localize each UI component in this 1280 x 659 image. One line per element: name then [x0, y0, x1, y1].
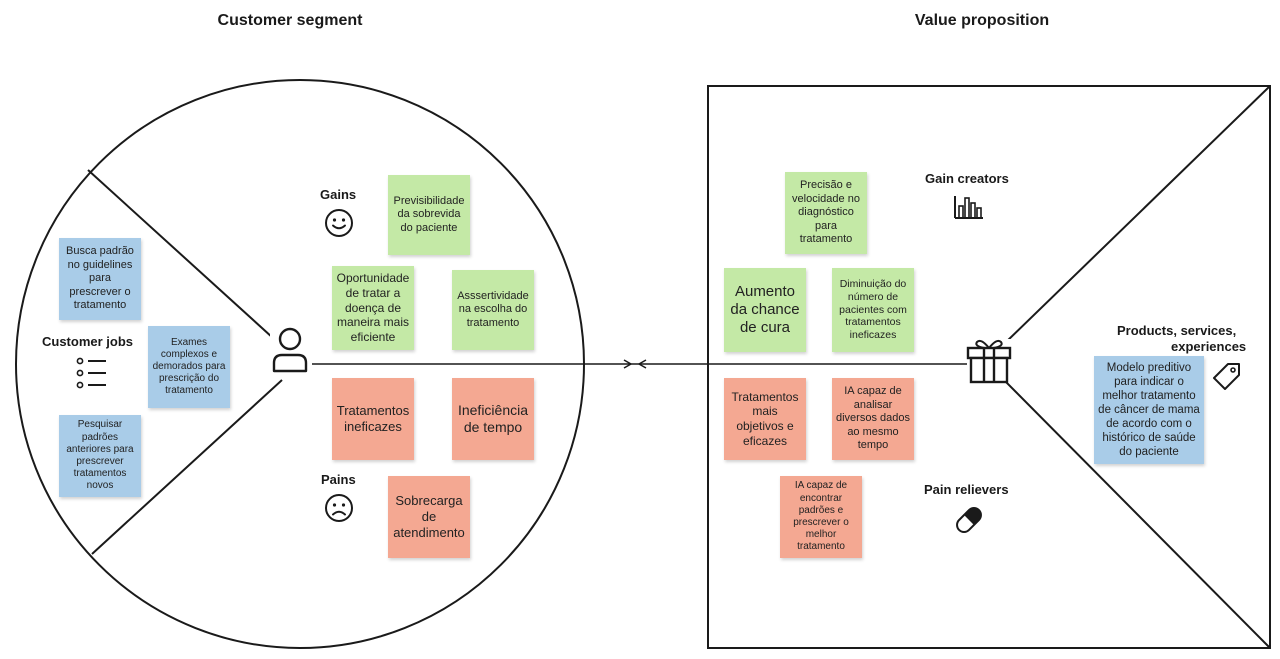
- gain-note-previsibilidade: Previsibilidade da sobrevida do paciente: [388, 175, 470, 255]
- fit-arrow-left: [638, 359, 647, 365]
- job-note-busca-padrao: Busca padrão no guidelines para prescrev…: [59, 238, 141, 320]
- creator-note-precisao: Precisão e velocidade no diagnóstico par…: [785, 172, 867, 254]
- list-icon: [76, 357, 106, 389]
- value-proposition-title: Value proposition: [914, 12, 1050, 29]
- smile-icon: [325, 209, 353, 237]
- frown-icon: [325, 494, 353, 522]
- user-icon: [270, 327, 310, 373]
- customer-jobs-label: Customer jobs: [42, 334, 134, 349]
- job-note-exames: Exames complexos e demorados para prescr…: [148, 326, 230, 408]
- fit-arrow-right: [623, 359, 632, 365]
- creator-note-aumento-cura: Aumento da chance de cura: [724, 268, 806, 352]
- bar-chart-icon: [954, 196, 983, 219]
- value-proposition-square: [707, 85, 1271, 649]
- gain-note-assertividade: Asssertividade na escolha do tratamento: [452, 270, 534, 350]
- gain-creators-label: Gain creators: [925, 171, 1009, 186]
- circle-divider-lower: [91, 379, 283, 555]
- gain-note-oportunidade: Oportunidade de tratar a doença de manei…: [332, 266, 414, 350]
- products-label-line1: Products, services,: [1117, 323, 1237, 338]
- circle-divider-upper: [87, 169, 285, 349]
- gift-icon: [966, 339, 1012, 384]
- products-label-line2: experiences: [1171, 339, 1247, 354]
- job-note-pesquisar-padroes: Pesquisar padrões anteriores para prescr…: [59, 415, 141, 497]
- pain-relievers-label: Pain relievers: [924, 482, 1009, 497]
- square-diagonal-lower: [1003, 379, 1271, 649]
- product-note-modelo-preditivo: Modelo preditivo para indicar o melhor t…: [1094, 356, 1204, 464]
- pill-icon: [956, 507, 982, 533]
- pain-note-tratamentos-ineficazes: Tratamentos ineficazes: [332, 378, 414, 460]
- customer-segment-title: Customer segment: [217, 12, 363, 29]
- fit-arrow-right-b: [623, 363, 632, 369]
- reliever-note-tratamentos-objetivos: Tratamentos mais objetivos e eficazes: [724, 378, 806, 460]
- pains-label: Pains: [321, 472, 356, 487]
- tag-icon: [1213, 363, 1240, 390]
- gains-label: Gains: [320, 187, 357, 202]
- creator-note-diminuicao: Diminuição do número de pacientes com tr…: [832, 268, 914, 352]
- reliever-note-ia-analisar: IA capaz de analisar diversos dados ao m…: [832, 378, 914, 460]
- square-diagonal-upper: [1003, 85, 1271, 345]
- pain-note-ineficiencia-tempo: Ineficiência de tempo: [452, 378, 534, 460]
- fit-arrow-left-b: [638, 363, 647, 369]
- reliever-note-ia-encontrar: IA capaz de encontrar padrões e prescrev…: [780, 476, 862, 558]
- pain-note-sobrecarga: Sobrecarga de atendimento: [388, 476, 470, 558]
